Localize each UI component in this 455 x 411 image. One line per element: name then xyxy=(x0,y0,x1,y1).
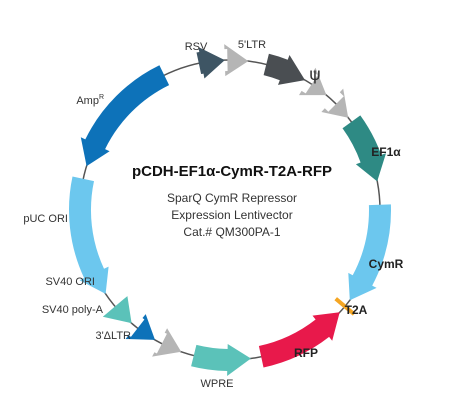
ampr-arrow xyxy=(80,65,170,167)
3ltr-arrow xyxy=(152,328,182,357)
ef1a-arrow xyxy=(342,115,386,182)
label-t2a: T2A xyxy=(345,303,368,317)
label-ampr: AmpR xyxy=(76,94,104,107)
description-line-1: SparQ CymR Repressor xyxy=(167,191,297,205)
plasmid-name: pCDH-EF1α-CymR-T2A-RFP xyxy=(132,163,332,180)
label-psi: ψ xyxy=(309,65,320,85)
sv40-polya-arrow xyxy=(125,314,155,340)
sv40-ori-arrow xyxy=(102,296,132,324)
small-feature-2-arrow xyxy=(321,88,349,118)
description-line-2: Expression Lentivector xyxy=(171,208,292,222)
rfp-arrow xyxy=(258,312,340,368)
label-3ltr: 3'ΔLTR xyxy=(95,330,131,342)
label-sv40-polya: SV40 poly-A xyxy=(42,304,104,316)
5ltr-arrow xyxy=(224,44,249,77)
label-wpre: WPRE xyxy=(201,378,234,390)
label-rsv: RSV xyxy=(185,41,208,53)
description-line-3: Cat.# QM300PA-1 xyxy=(183,225,280,239)
label-ampr-text: Amp xyxy=(76,95,99,107)
t2a-marker xyxy=(334,297,356,316)
wpre-arrow xyxy=(191,344,251,376)
psi-arrow xyxy=(263,53,305,85)
label-cymr: CymR xyxy=(369,257,404,271)
small-feature-1-arrow xyxy=(299,67,327,96)
label-5ltr: 5'LTR xyxy=(238,39,266,51)
puc-ori-arrow xyxy=(68,176,109,294)
rsv-arrow xyxy=(196,47,225,79)
label-puc-ori: pUC ORI xyxy=(23,213,68,225)
label-sv40-ori: SV40 ORI xyxy=(45,276,95,288)
label-rfp: RFP xyxy=(294,346,318,360)
cymr-arrow xyxy=(348,204,392,301)
label-ampr-superscript: R xyxy=(99,94,104,101)
label-ef1a: EF1α xyxy=(371,145,401,159)
